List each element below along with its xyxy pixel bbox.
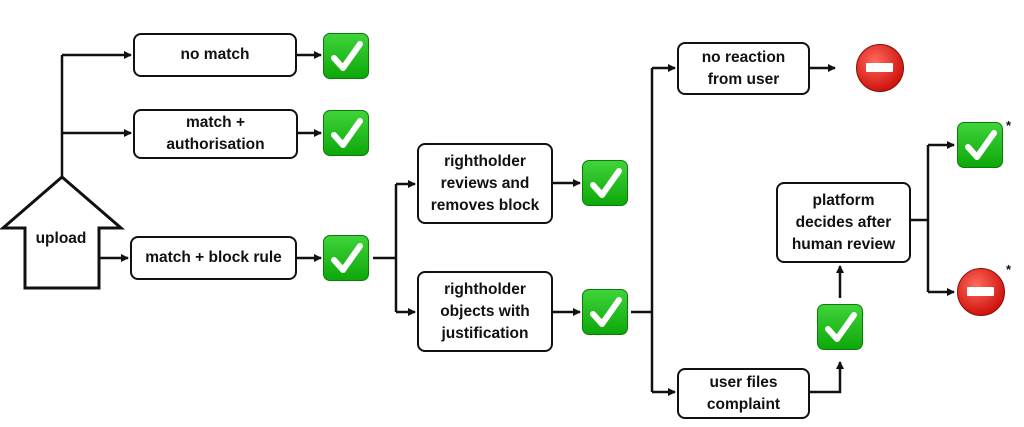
check-mark-icon	[582, 160, 628, 206]
footnote-marker: *	[1006, 262, 1012, 277]
node-no-reaction: no reaction from user	[677, 42, 810, 95]
connector-objects-split	[631, 68, 654, 392]
check-mark-icon	[957, 122, 1003, 168]
node-match-block-rule: match + block rule	[130, 236, 297, 280]
no-entry-icon	[957, 268, 1005, 316]
connector-platform-split	[910, 145, 930, 292]
node-rightholder-objects: rightholder objects with justification	[417, 271, 553, 352]
node-rightholder-reviews: rightholder reviews and removes block	[417, 143, 553, 224]
no-entry-icon	[856, 44, 904, 92]
upload-label: upload	[35, 230, 87, 247]
check-mark-icon	[323, 110, 369, 156]
node-user-files-complaint: user files complaint	[677, 368, 810, 419]
upload-arrow-shape	[0, 175, 126, 290]
node-platform-decides: platform decides after human review	[776, 182, 911, 263]
check-mark-icon	[323, 33, 369, 79]
connector-block-rule-split	[373, 184, 398, 312]
check-mark-icon	[323, 235, 369, 281]
check-mark-icon	[582, 289, 628, 335]
node-no-match: no match	[133, 33, 297, 77]
connector-user-files-to-check	[809, 361, 844, 394]
node-match-authorisation: match + authorisation	[133, 109, 298, 159]
check-mark-icon	[817, 304, 863, 350]
footnote-marker: *	[1006, 118, 1012, 133]
